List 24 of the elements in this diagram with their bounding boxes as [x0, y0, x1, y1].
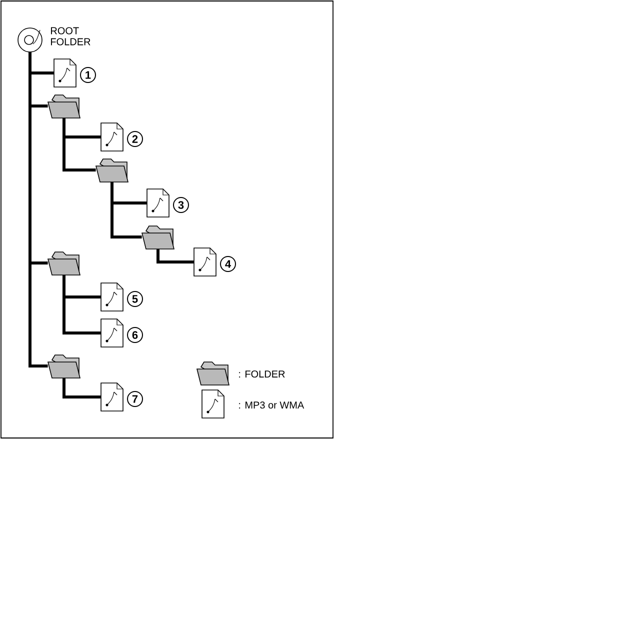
callout-number: 2	[127, 131, 143, 147]
tree-connector	[62, 118, 96, 172]
callout-number: 7	[127, 391, 143, 407]
callout-number: 1	[80, 67, 96, 83]
legend-label: : FOLDER	[239, 370, 285, 378]
callout-number: 4	[220, 256, 236, 272]
file-icon	[100, 382, 124, 412]
file-icon	[146, 188, 170, 218]
disc-icon	[18, 28, 42, 52]
tree-connector	[62, 275, 101, 334]
tree-connector	[62, 378, 101, 398]
callout-number: 5	[127, 291, 143, 307]
callout-number: 3	[173, 197, 189, 213]
tree-connector	[110, 182, 142, 238]
legend-label: : MP3 or WMA	[239, 401, 304, 409]
tree-connector	[156, 249, 194, 264]
folder-label: ROOT FOLDER	[51, 27, 90, 46]
file-icon	[100, 122, 124, 152]
callout-number: 6	[127, 327, 143, 343]
file-icon	[194, 248, 216, 276]
file-icon	[100, 318, 124, 348]
file-icon	[54, 58, 76, 88]
tree-connector	[28, 52, 48, 368]
file-icon	[100, 282, 124, 312]
